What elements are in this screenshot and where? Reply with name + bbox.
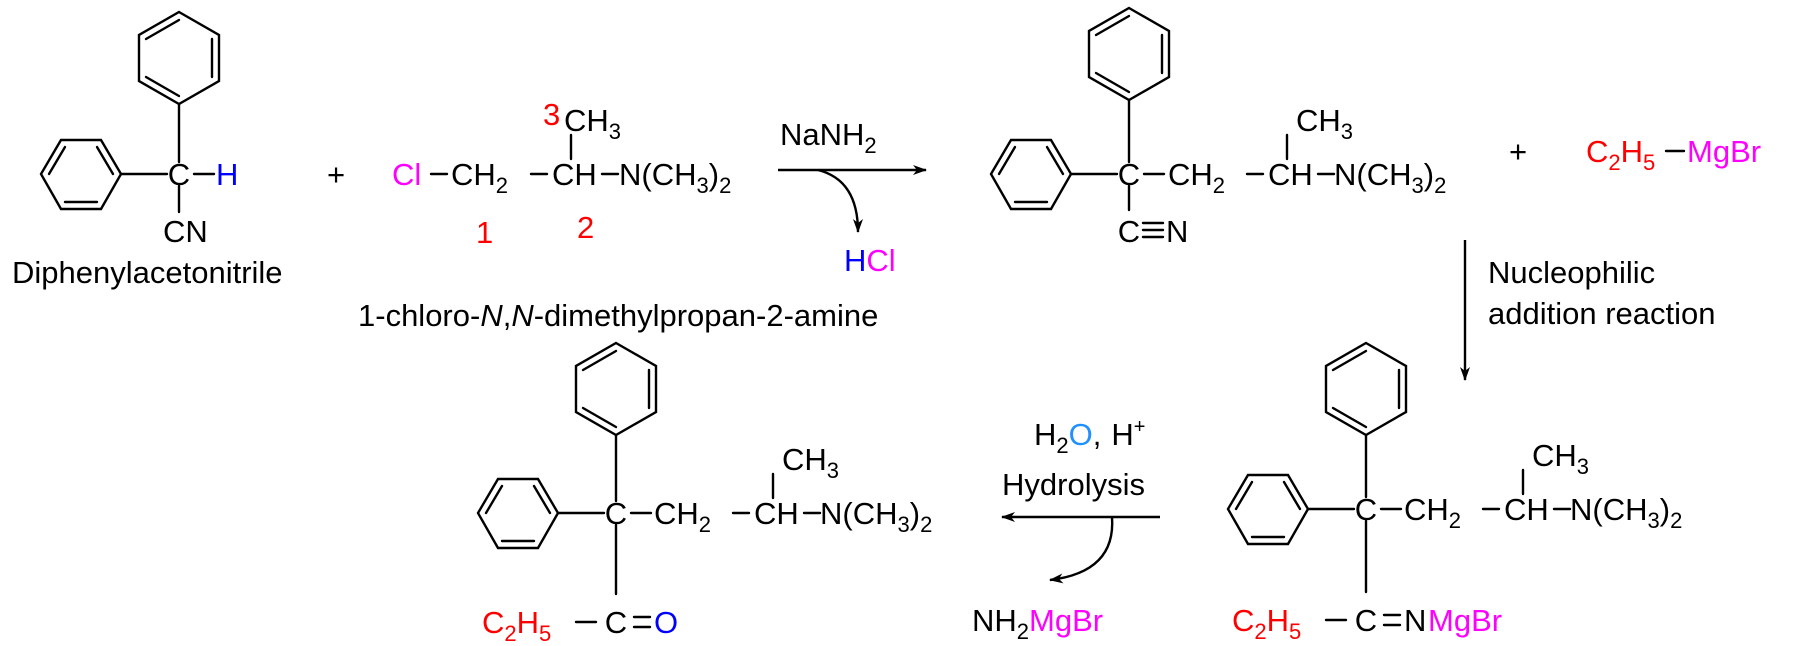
chlorine-atom: Cl	[392, 157, 421, 192]
amidomagnesium-bromide-byproduct: NH2MgBr	[972, 603, 1103, 644]
carbonyl-carbon: C	[605, 605, 627, 640]
nucleophilic-label-line-1: Nucleophilic	[1488, 255, 1655, 290]
hydrolysis-label: Hydrolysis	[1002, 467, 1145, 502]
methine-group: CH	[1504, 492, 1549, 527]
magnesium-bromide: MgBr	[1687, 134, 1761, 169]
plus-sign-1: +	[327, 157, 345, 192]
benzene-ring-left	[39, 138, 123, 211]
benzene-ring-left	[989, 138, 1073, 211]
nitrile-nitrogen: N	[1166, 214, 1188, 249]
nitrile-carbon: C	[1118, 214, 1140, 249]
methyl-group: CH3	[1532, 438, 1589, 479]
methine-group: CH	[552, 157, 597, 192]
imine-salt-structure: C CH2 CH CH3 N(CH3)2 C2H5 C N MgBr	[1226, 341, 1682, 644]
benzene-ring-left	[1226, 473, 1310, 546]
reaction-arrow-1: NaNH2 HCl	[778, 117, 927, 278]
methylene-group: CH2	[451, 157, 508, 198]
hydrogen-chloride-byproduct: HCl	[844, 243, 896, 278]
nucleophilic-label-line-2: addition reaction	[1488, 296, 1716, 331]
reaction-arrow-2: Nucleophilic addition reaction	[1460, 240, 1716, 381]
benzene-ring-left	[476, 477, 560, 550]
quaternary-carbon: C	[1118, 157, 1140, 192]
chloroamine-structure: Cl CH2 CH CH3 N(CH3)2 3 1 2 1-chloro-N,N…	[358, 97, 878, 333]
carbon-number-2: 2	[577, 210, 594, 245]
benzene-ring-top	[1324, 341, 1408, 437]
benzene-ring-top	[574, 341, 658, 437]
diphenylacetonitrile-structure: C H CN Diphenylacetonitrile	[12, 10, 283, 290]
methylene-group: CH2	[654, 496, 711, 537]
benzene-ring-top	[137, 10, 221, 106]
water-acid-reagent: H2O,H+	[1034, 416, 1145, 458]
quaternary-carbon: C	[605, 496, 627, 531]
methyl-group: CH3	[782, 442, 839, 483]
quaternary-carbon: C	[1355, 492, 1377, 527]
methylene-group: CH2	[1168, 157, 1225, 198]
magnesium-bromide: MgBr	[1428, 603, 1502, 638]
methine-group: CH	[754, 496, 799, 531]
carbon-number-1: 1	[476, 215, 493, 250]
dimethylamino-group: N(CH3)2	[1570, 492, 1682, 533]
carbonyl-oxygen: O	[654, 605, 678, 640]
benzene-ring-top	[1087, 6, 1171, 102]
methyl-group: CH3	[1296, 103, 1353, 144]
ethylmagnesium-bromide: C2H5 MgBr	[1586, 134, 1761, 175]
diphenylacetonitrile-name: Diphenylacetonitrile	[12, 255, 283, 290]
ethyl-group: C2H5	[1232, 603, 1301, 644]
dimethylamino-group: N(CH3)2	[820, 496, 932, 537]
alpha-hydrogen: H	[216, 157, 238, 192]
chloroamine-name: 1-chloro-N,N-dimethylpropan-2-amine	[358, 298, 878, 333]
ethyl-group: C2H5	[1586, 134, 1655, 175]
intermediate-nitrile-structure: C CH2 CH CH3 N(CH3)2 C N	[989, 6, 1446, 249]
plus-sign-2: +	[1509, 134, 1527, 169]
methylene-group: CH2	[1404, 492, 1461, 533]
ketone-product-structure: C CH2 CH CH3 N(CH3)2 C2H5 C O	[476, 341, 932, 646]
carbon-number-3: 3	[543, 97, 560, 132]
sodium-amide-reagent: NaNH2	[780, 117, 877, 158]
reaction-arrow-3: H2O,H+ Hydrolysis NH2MgBr	[972, 416, 1160, 644]
methyl-group: CH3	[564, 103, 621, 144]
alpha-carbon: C	[168, 157, 190, 192]
ethyl-group: C2H5	[482, 605, 551, 646]
dimethylamino-group: N(CH3)2	[619, 157, 731, 198]
imine-carbon: C	[1355, 603, 1377, 638]
methine-group: CH	[1268, 157, 1313, 192]
nitrile-group: CN	[163, 214, 208, 249]
dimethylamino-group: N(CH3)2	[1334, 157, 1446, 198]
imine-nitrogen: N	[1404, 603, 1426, 638]
